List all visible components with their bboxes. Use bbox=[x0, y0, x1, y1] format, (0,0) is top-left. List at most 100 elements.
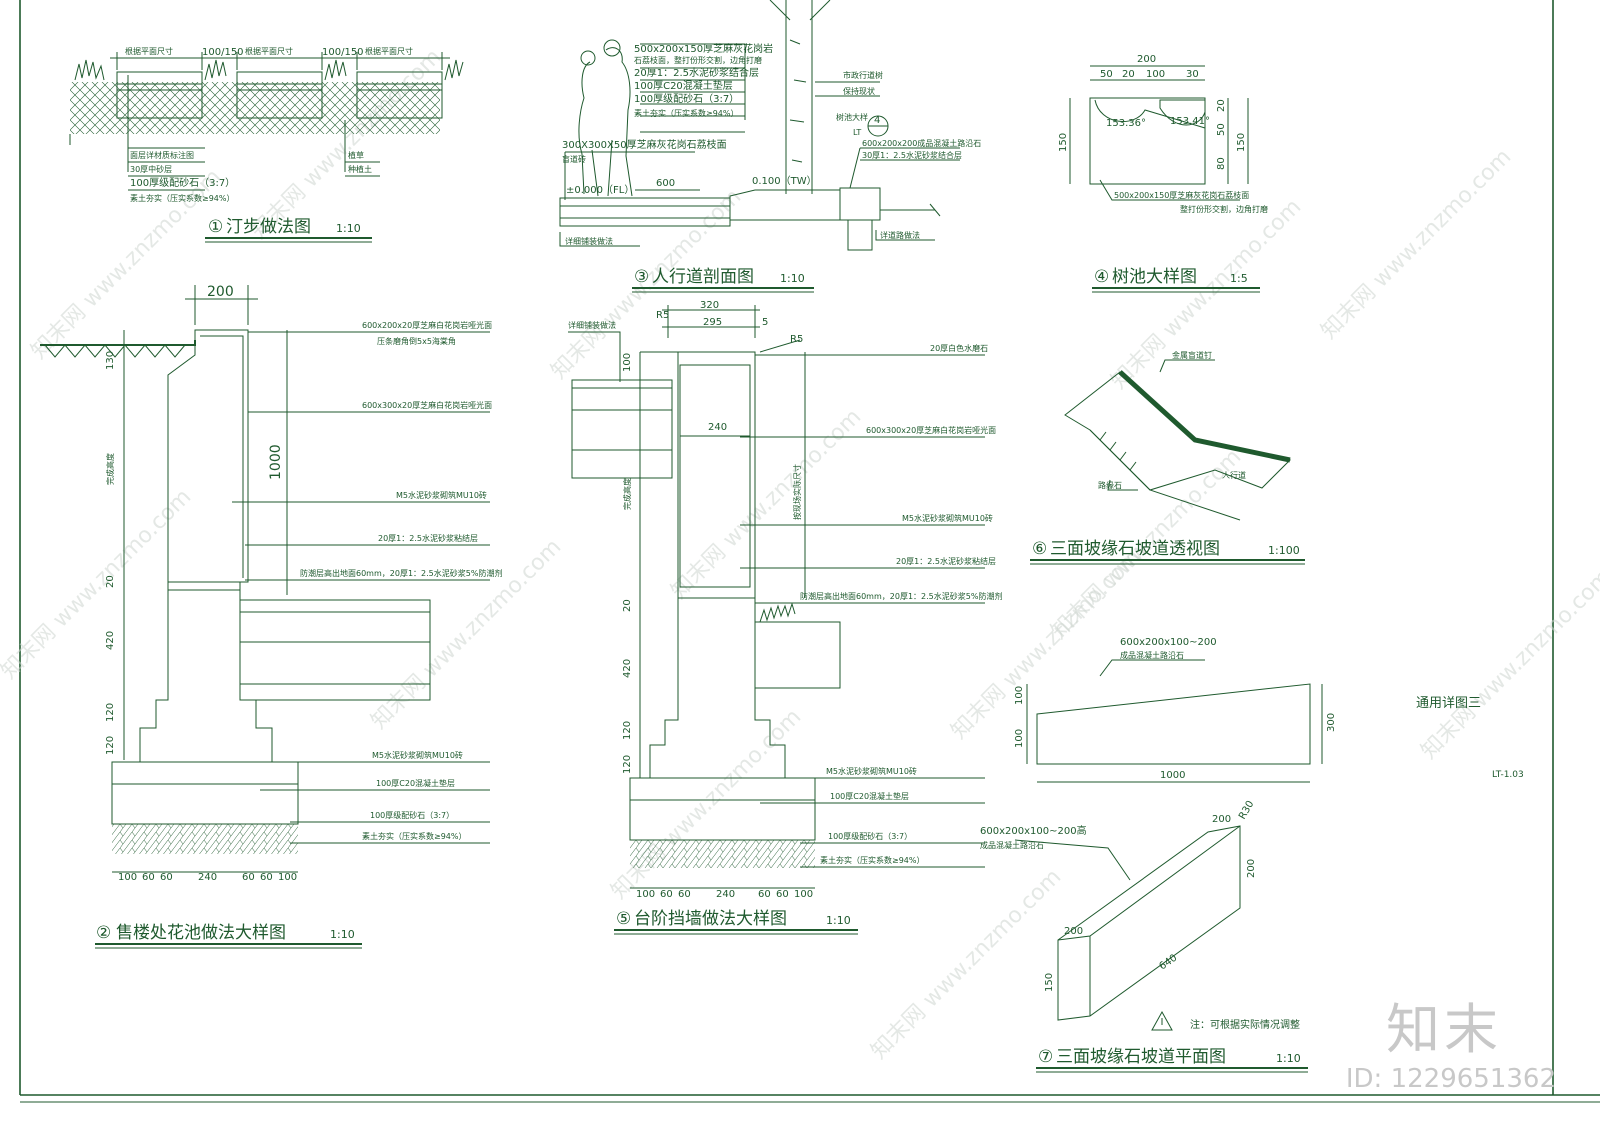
d5-label: 20厚白色水磨石 bbox=[930, 343, 988, 353]
d5-inner-label: 按现场实际尺寸 bbox=[792, 464, 802, 520]
d1-label: 素土夯实（压实系数≥94%） bbox=[130, 193, 234, 203]
d7-iso-dim: 200 bbox=[1246, 859, 1257, 878]
d4-side-dim: 150 bbox=[1236, 133, 1247, 152]
d2-vlabel: 完成高度 bbox=[105, 453, 115, 485]
d5-radius: R5 bbox=[656, 310, 669, 321]
drawing-number: LT-1.03 bbox=[1492, 770, 1524, 780]
d5-bdim: 100 bbox=[636, 889, 655, 900]
d7-title: ⑦ bbox=[1038, 1047, 1053, 1067]
d5-label: 600x300x20厚芝麻白花岗岩哑光面 bbox=[866, 425, 996, 435]
d1-label: 100厚级配砂石（3:7） bbox=[130, 176, 235, 189]
d1-dim: 根据平面尺寸 bbox=[125, 46, 173, 56]
d4-subdim: 50 bbox=[1100, 69, 1113, 80]
d5-dim: 320 bbox=[700, 300, 719, 311]
d7-iso-dim: 150 bbox=[1044, 973, 1055, 992]
d5-title: 台阶挡墙做法大样图 bbox=[634, 909, 787, 929]
watermark-layer: 知末网 www.znzmo.com 知末网 www.znzmo.com 知末网 … bbox=[0, 44, 1600, 1064]
d3-ref: 4 bbox=[874, 115, 880, 126]
d3-label: 详道路做法 bbox=[880, 230, 920, 240]
d3-elev: 0.100（TW） bbox=[752, 175, 817, 187]
d4-side-dim: 150 bbox=[1058, 133, 1069, 152]
d5-bdim: 60 bbox=[758, 889, 771, 900]
d3-label: 保持现状 bbox=[843, 86, 875, 96]
d1-title: 汀步做法图 bbox=[226, 217, 311, 237]
d4-angle: 153.41° bbox=[1170, 116, 1210, 127]
d2-bdim: 100 bbox=[278, 872, 297, 883]
d5-label: 100厚级配砂石（3:7） bbox=[828, 831, 912, 841]
d5-label: M5水泥砂浆砌筑MU10砖 bbox=[902, 513, 993, 523]
d5-vdim: 100 bbox=[622, 353, 633, 372]
d6-label: 人行道 bbox=[1222, 470, 1246, 480]
d6-title: 三面坡缘石坡道透视图 bbox=[1050, 539, 1220, 559]
d5-bdim: 100 bbox=[794, 889, 813, 900]
d3-ref: LT bbox=[853, 128, 861, 137]
d2-title: ② bbox=[96, 923, 111, 943]
d5-dim: 240 bbox=[708, 422, 727, 433]
d1-title: ① bbox=[208, 217, 223, 237]
d5-vlabel: 完成高度 bbox=[622, 478, 632, 510]
d3-label: 市政行道树 bbox=[843, 70, 883, 80]
d3-label: 500x200x150厚芝麻灰花岗岩 bbox=[634, 42, 773, 55]
d2-bdim: 60 bbox=[142, 872, 155, 883]
d7-iso-dim: R30 bbox=[1237, 799, 1256, 822]
d1-dim: 根据平面尺寸 bbox=[365, 46, 413, 56]
d2-bdim: 60 bbox=[260, 872, 273, 883]
d4-rdim: 50 bbox=[1216, 123, 1227, 136]
watermark-text: 知末网 www.znzmo.com bbox=[247, 44, 447, 244]
d2-bdim: 60 bbox=[242, 872, 255, 883]
d4-top-dim: 200 bbox=[1137, 54, 1156, 65]
d2-bdim: 60 bbox=[160, 872, 173, 883]
d5-scale: 1:10 bbox=[826, 914, 851, 927]
detail-3-sidewalk-section: 600 ±0.000（FL） 0.100（TW） 500x200x150厚芝麻灰… bbox=[559, 0, 981, 293]
d5-vdim: 120 bbox=[622, 755, 633, 774]
warning-icon bbox=[1151, 1010, 1173, 1031]
d7-label: 600x200x100~200 bbox=[1120, 637, 1217, 648]
d3-label: 详细铺装做法 bbox=[565, 236, 613, 246]
d5-label: 20厚1：2.5水泥砂浆粘结层 bbox=[896, 556, 996, 566]
d7-iso-label: 600x200x100~200高 bbox=[980, 824, 1087, 837]
d7-iso-dim: 640 bbox=[1157, 952, 1179, 972]
d2-title: 售楼处花池做法大样图 bbox=[116, 923, 286, 943]
watermark-text: 知末网 www.znzmo.com bbox=[867, 864, 1067, 1064]
d1-dim: 100/150 bbox=[202, 47, 244, 58]
d7-iso-dim: 200 bbox=[1064, 926, 1083, 937]
d2-label: 100厚C20混凝土垫层 bbox=[376, 778, 455, 788]
d6-label: 路缘石 bbox=[1098, 480, 1122, 490]
d4-subdim: 30 bbox=[1186, 69, 1199, 80]
d2-label: 防潮层高出地面60mm，20厚1：2.5水泥砂浆5%防潮剂 bbox=[300, 568, 502, 578]
d3-label: 100厚级配砂石（3:7） bbox=[634, 92, 739, 105]
d7-dim: 100 bbox=[1014, 686, 1025, 705]
d1-label: 植草 bbox=[348, 150, 364, 160]
d5-title: ⑤ bbox=[616, 909, 631, 929]
d1-label: 30厚中砂层 bbox=[130, 164, 172, 174]
watermark-text: 知末网 www.znzmo.com bbox=[1317, 144, 1517, 344]
d3-label: 100厚C20混凝土垫层 bbox=[634, 79, 733, 92]
d2-vdim: 120 bbox=[105, 736, 116, 755]
d5-radius: R5 bbox=[790, 334, 803, 345]
d5-vdim: 20 bbox=[622, 599, 633, 612]
d4-rdim: 80 bbox=[1216, 157, 1227, 170]
d3-label: 素土夯实（压实系数≥94%） bbox=[634, 108, 738, 118]
d5-label: 100厚C20混凝土垫层 bbox=[830, 791, 909, 801]
drawing-name: 通用详图三 bbox=[1416, 696, 1481, 711]
d2-height-dim: 1000 bbox=[268, 444, 284, 480]
d2-vdim: 130 bbox=[105, 351, 116, 370]
watermark-text: 知末网 www.znzmo.com bbox=[0, 484, 196, 684]
detail-7-ramp-plan: 600x200x100~200 成品混凝土路沿石 100 100 300 100… bbox=[980, 637, 1337, 1073]
watermark-text: 知末网 www.znzmo.com bbox=[1107, 194, 1307, 394]
d5-bdim: 60 bbox=[776, 889, 789, 900]
detail-1-stepping-stone: 根据平面尺寸 100/150 根据平面尺寸 100/150 根据平面尺寸 面层详… bbox=[69, 46, 464, 243]
d2-label: M5水泥砂浆砌筑MU10砖 bbox=[396, 490, 487, 500]
d3-label: 30厚1：2.5水泥砂浆结合层 bbox=[862, 150, 962, 160]
d5-label: 防潮层高出地面60mm，20厚1：2.5水泥砂浆5%防潮剂 bbox=[800, 591, 1002, 601]
d3-title: 人行道剖面图 bbox=[652, 267, 754, 287]
d7-dim: 1000 bbox=[1160, 770, 1185, 781]
watermark-text: 知末网 www.znzmo.com bbox=[367, 534, 567, 734]
d7-dim: 100 bbox=[1014, 729, 1025, 748]
d3-label: 300X300X50厚芝麻灰花岗石荔枝面 bbox=[562, 138, 727, 151]
d6-scale: 1:100 bbox=[1268, 544, 1300, 557]
watermark-logo: 知末 bbox=[1386, 998, 1502, 1061]
d4-label: 整打份形交割，边角打磨 bbox=[1180, 204, 1268, 214]
d5-dim: 5 bbox=[762, 317, 768, 328]
